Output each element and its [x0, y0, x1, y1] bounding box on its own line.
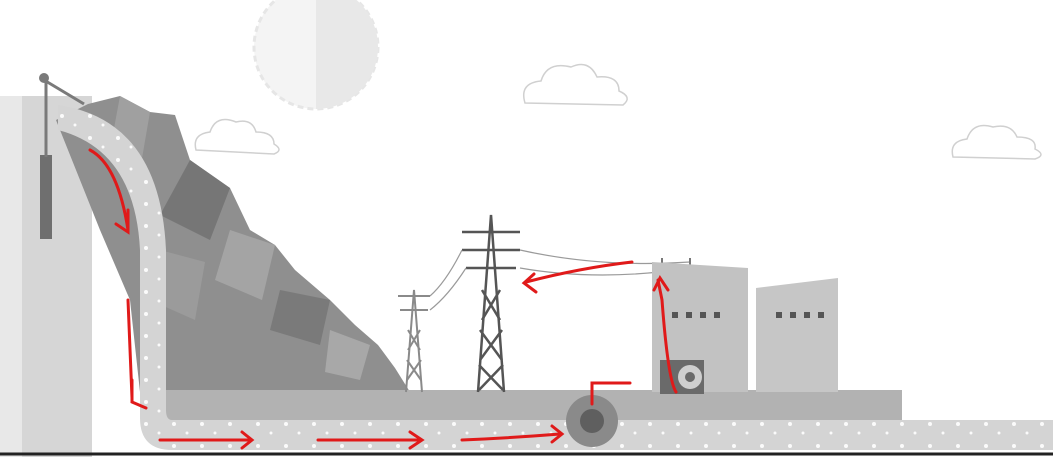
cloud-icon: [952, 126, 1041, 160]
generator: [660, 360, 704, 394]
power-lines: [430, 250, 690, 392]
ground: [150, 390, 902, 420]
cloud-icon: [524, 65, 627, 105]
transmission-tower: [462, 215, 520, 392]
cloud-icon: [195, 120, 279, 154]
transmission-tower: [398, 290, 430, 392]
sun-icon: [254, 0, 378, 109]
